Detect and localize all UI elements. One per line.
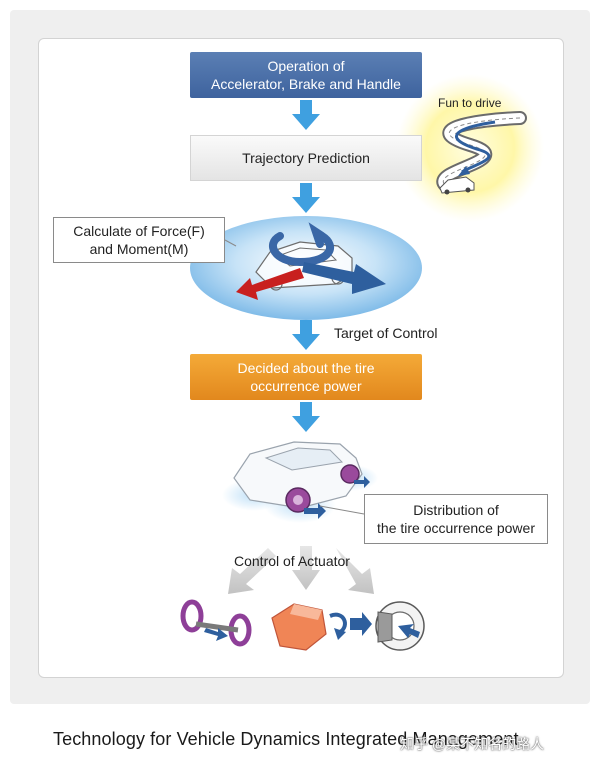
tire-icon [340,464,360,484]
trajectory-prediction-label: Trajectory Prediction [242,150,370,166]
fun-to-drive-label: Fun to drive [438,96,502,110]
motor-actuator-icon [271,603,347,651]
target-of-control-label: Target of Control [334,325,438,341]
arrow-down [292,546,320,590]
road-icon [436,111,527,192]
distribution-callout: Distribution of the tire occurrence powe… [364,494,548,544]
moment-arrow [269,222,334,267]
force-moment-callout-label: Calculate of Force(F) and Moment(M) [73,223,205,257]
force-moment-illustration [190,216,422,320]
distribution-callout-label: Distribution of the tire occurrence powe… [377,502,535,536]
operation-box-label: Operation of Accelerator, Brake and Hand… [211,58,401,92]
force-arrow-blue [302,262,386,294]
fun-to-drive-illustration [396,74,544,222]
force-arrow-red [236,268,304,300]
arrow-down-right [336,548,374,594]
distribution-leader-line [319,505,365,515]
watermark: 知乎 @某不知名的路人 [400,736,545,752]
operation-box: Operation of Accelerator, Brake and Hand… [190,52,422,98]
flow-arrows [292,100,320,432]
arrow-down-2 [292,183,320,213]
figure-caption: Technology for Vehicle Dynamics Integrat… [53,729,519,749]
arrow-down-1 [292,100,320,130]
arrow-down-4 [292,402,320,432]
brake-actuator-icon [350,601,425,651]
decided-tire-power-box: Decided about the tire occurrence power [190,354,422,400]
force-leader-line [224,239,237,247]
car-icon [439,176,475,195]
arrow-down-3 [292,320,320,350]
steering-actuator-icon [180,599,252,647]
arrow-down-left [228,548,276,594]
tire-distribution-illustration [222,441,378,523]
car-icon [233,441,363,509]
decided-tire-power-label: Decided about the tire occurrence power [237,360,375,394]
actuator-arrows [228,546,374,594]
trajectory-prediction-box: Trajectory Prediction [190,135,422,181]
force-moment-callout: Calculate of Force(F) and Moment(M) [53,217,225,263]
control-of-actuator-label: Control of Actuator [234,553,350,569]
